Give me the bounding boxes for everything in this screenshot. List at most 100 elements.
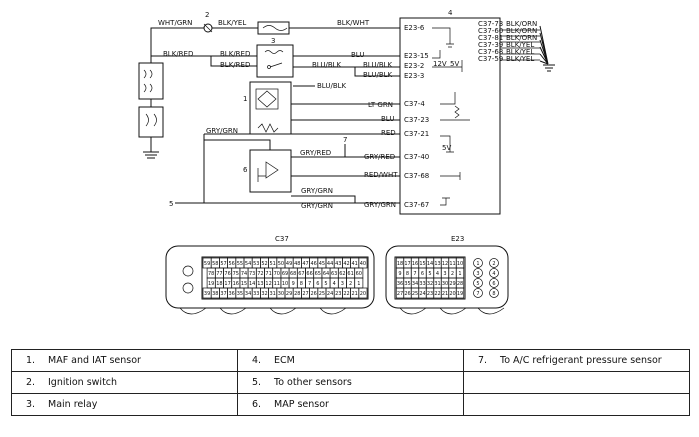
legend-text: Main relay: [48, 399, 98, 410]
c37-pin-label: 21: [352, 291, 358, 297]
terminal-e23-3: E23-3: [404, 72, 424, 80]
e23-round-pin-label: 8: [492, 291, 495, 297]
ground-wire-1: BLK/ORN: [506, 20, 537, 28]
legend-cell: 7.To A/C refrigerant pressure sensor: [463, 349, 690, 372]
e23-pin-label: 6: [421, 271, 424, 277]
wire-label-gry-grn-3: GRY/GRN: [301, 202, 333, 210]
c37-pin-label: 18: [216, 281, 222, 287]
e23-round-pin-label: 5: [476, 281, 479, 287]
e23-round-pin: [473, 278, 483, 288]
terminal-c37-4: C37-4: [404, 100, 425, 108]
c37-pin-label: 41: [352, 261, 358, 267]
c37-pin-label: 72: [257, 271, 263, 277]
e23-round-pin: [489, 288, 499, 298]
c37-pin-label: 50: [278, 261, 284, 267]
callout-3: 3: [271, 37, 275, 45]
c37-pin-label: 66: [306, 271, 312, 277]
c37-pin-label: 58: [212, 261, 218, 267]
c37-pin-label: 36: [229, 291, 235, 297]
e23-pin-label: 10: [457, 261, 463, 267]
e23-pin-label: 4: [436, 271, 439, 277]
wire-label-gry-grn-4: GRY/GRN: [364, 201, 396, 209]
wire-label-red-wht: RED/WHT: [364, 171, 398, 179]
c37-pin-label: 60: [356, 271, 362, 277]
c37-pin-label: 9: [292, 281, 295, 287]
e23-round-pin: [489, 268, 499, 278]
c37-pin-label: 57: [220, 261, 226, 267]
legend-cell: 4.ECM: [237, 349, 464, 372]
e23-pin-label: 21: [442, 291, 448, 297]
wire-label-blu-blk-4: BLU/BLK: [317, 82, 347, 90]
c37-pin-label: 68: [290, 271, 296, 277]
c37-pin-label: 20: [360, 291, 366, 297]
c37-pin-label: 73: [249, 271, 255, 277]
ignition-switch: 2 WHT/GRN BLK/YEL BLK/WHT: [158, 11, 400, 35]
connector-e23-title: E23: [451, 235, 464, 243]
terminal-right-6: C37-59: [478, 55, 503, 63]
c37-pin-label: 22: [343, 291, 349, 297]
e23-pin-label: 35: [404, 281, 410, 287]
terminal-e23-15: E23-15: [404, 52, 429, 60]
c37-cell: [358, 287, 368, 299]
c37-pin-label: 40: [360, 261, 366, 267]
legend-text: To A/C refrigerant pressure sensor: [500, 355, 662, 366]
e23-pin-label: 16: [412, 261, 418, 267]
e23-round-pin-label: 4: [492, 271, 495, 277]
e23-pin-label: 27: [397, 291, 403, 297]
e23-round-pin-label: 3: [476, 271, 479, 277]
e23-pin-label: 17: [404, 261, 410, 267]
c37-pin-label: 52: [261, 261, 267, 267]
c37-pin-label: 13: [257, 281, 263, 287]
c37-pin-label: 26: [311, 291, 317, 297]
e23-pin-label: 23: [427, 291, 433, 297]
e23-pin-label: 22: [434, 291, 440, 297]
legend-cell: 6.MAP sensor: [237, 393, 464, 416]
wire-label-blk-wht: BLK/WHT: [337, 19, 370, 27]
ground-wire-4: BLK/YEL: [506, 41, 534, 49]
c37-pin-label: 46: [311, 261, 317, 267]
wire-label-lt-grn: LT GRN: [368, 101, 393, 109]
c37-pin-label: 59: [204, 261, 210, 267]
c37-pin-label: 38: [212, 291, 218, 297]
terminal-c37-21: C37-21: [404, 130, 429, 138]
wire-label-red: RED: [381, 129, 396, 137]
c37-pin-label: 7: [308, 281, 311, 287]
e23-pin-label: 36: [397, 281, 403, 287]
c37-pin-label: 74: [241, 271, 247, 277]
terminal-c37-23: C37-23: [404, 116, 429, 124]
c37-pin-label: 31: [270, 291, 276, 297]
terminal-right-2: C37-60: [478, 27, 503, 35]
ecm-voltage-5v-a: 5V: [450, 60, 459, 68]
c37-pin-label: 19: [208, 281, 214, 287]
c37-pin-label: 54: [245, 261, 251, 267]
e23-pin-label: 31: [434, 281, 440, 287]
c37-pin-label: 71: [265, 271, 271, 277]
e23-pin-label: 7: [413, 271, 416, 277]
connector-c37-title: C37: [275, 235, 289, 243]
e23-pin-label: 14: [427, 261, 433, 267]
c37-pin-label: 67: [298, 271, 304, 277]
legend-text: MAF and IAT sensor: [48, 355, 141, 366]
c37-pin-label: 49: [286, 261, 292, 267]
ground-wire-6: BLK/YEL: [506, 55, 534, 63]
main-relay: 3 BLK/RED BLK/RED BLK/RED BLU BLU/BLK BL…: [163, 37, 400, 90]
c37-pin-label: 61: [347, 271, 353, 277]
legend-number: 2.: [26, 377, 36, 388]
legend-cell: [463, 371, 690, 394]
e23-pin-label: 18: [397, 261, 403, 267]
terminal-c37-67: C37-67: [404, 201, 429, 209]
c37-pin-label: 42: [343, 261, 349, 267]
e23-pin-label: 2: [451, 271, 454, 277]
legend-cell: 1.MAF and IAT sensor: [11, 349, 238, 372]
wire-label-blu-2: BLU: [381, 115, 394, 123]
terminal-c37-68: C37-68: [404, 172, 429, 180]
wire-label-blu-blk-3: BLU/BLK: [363, 71, 393, 79]
c37-pin-label: 17: [224, 281, 230, 287]
c37-pin-label: 69: [282, 271, 288, 277]
terminal-c37-40: C37-40: [404, 153, 429, 161]
c37-pin-label: 35: [237, 291, 243, 297]
ecm-voltage-5v-b: 5V: [442, 144, 451, 152]
c37-pin-label: 64: [323, 271, 329, 277]
legend-cell: 2.Ignition switch: [11, 371, 238, 394]
